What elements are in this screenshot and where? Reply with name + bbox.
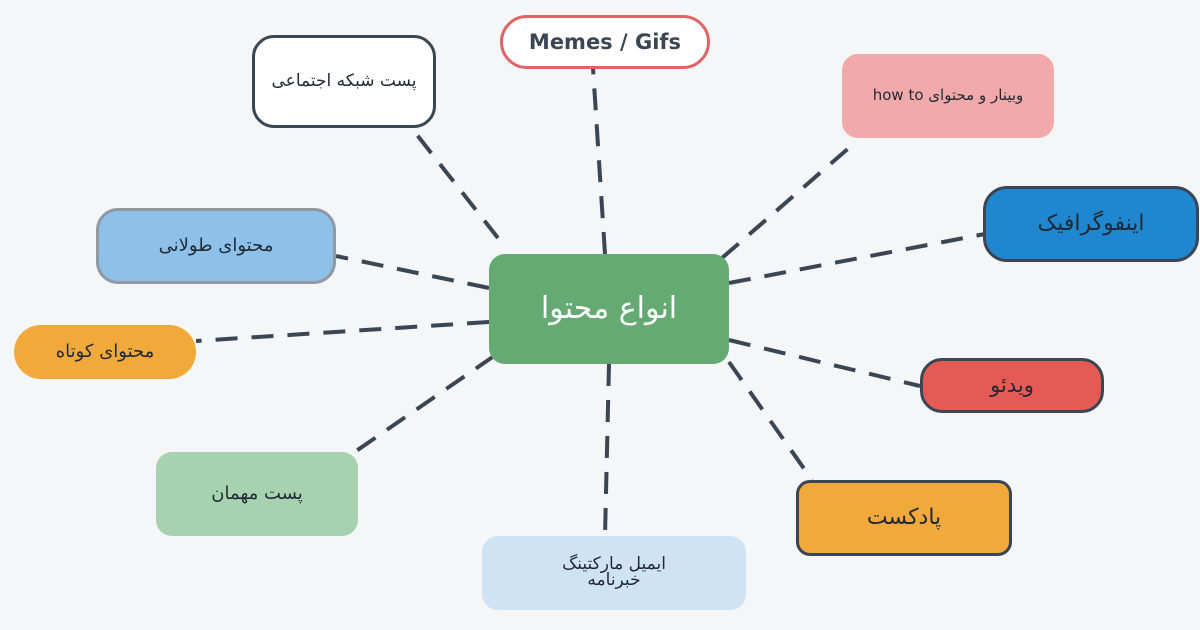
- node-podcast: پادکست: [796, 480, 1012, 556]
- node-webinar: وبینار و محتوای how to: [842, 54, 1054, 138]
- edge-podcast: [727, 360, 814, 482]
- node-video-label: ویدئو: [990, 373, 1034, 398]
- edge-short: [195, 320, 490, 343]
- node-long-content-label: محتوای طولانی: [158, 234, 274, 256]
- node-infographic-label: اینفوگرافیک: [1037, 211, 1145, 237]
- node-email-marketing: ایمیل مارکتینگ خبرنامه: [482, 536, 746, 610]
- edge-video: [728, 338, 921, 388]
- edge-memes: [591, 67, 607, 255]
- node-social-post: پست شبکه اجتماعی: [252, 35, 436, 128]
- edge-email: [603, 363, 611, 537]
- node-guest-post: پست مهمان: [156, 452, 358, 536]
- node-email-marketing-label: ایمیل مارکتینگ: [562, 554, 666, 575]
- edge-guest: [344, 354, 496, 460]
- center-node-label: انواع محتوا: [540, 290, 678, 326]
- node-guest-post-label: پست مهمان: [211, 482, 303, 504]
- node-long-content: محتوای طولانی: [96, 208, 336, 284]
- node-infographic: اینفوگرافیک: [983, 186, 1199, 262]
- edge-webinar: [720, 138, 860, 260]
- node-memes-gifs: Memes / Gifs: [500, 15, 710, 69]
- center-node-content-types: انواع محتوا: [489, 254, 729, 364]
- edge-infographic: [728, 232, 986, 285]
- node-video: ویدئو: [920, 358, 1104, 413]
- node-webinar-label: وبینار و محتوای how to: [872, 86, 1024, 105]
- edge-social: [408, 124, 500, 240]
- node-podcast-label: پادکست: [866, 505, 942, 531]
- edge-long: [335, 254, 490, 290]
- node-short-content-label: محتوای کوتاه: [55, 340, 155, 362]
- node-social-post-label: پست شبکه اجتماعی: [271, 70, 417, 91]
- node-memes-gifs-label: Memes / Gifs: [528, 29, 682, 54]
- node-short-content: محتوای کوتاه: [14, 325, 196, 379]
- node-newsletter-label: خبرنامه: [587, 570, 641, 590]
